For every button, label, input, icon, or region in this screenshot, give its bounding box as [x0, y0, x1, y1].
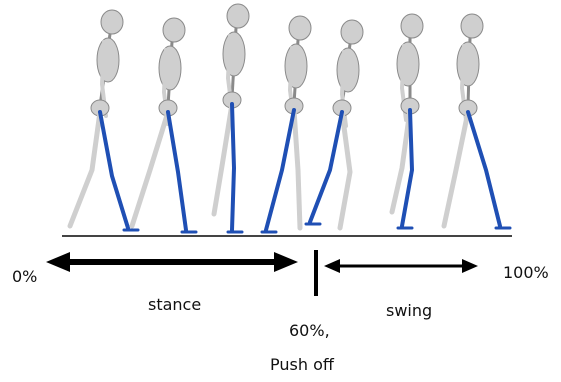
- skeleton-skull: [341, 20, 363, 44]
- skeleton-highlighted-leg: [468, 112, 500, 226]
- skeleton-back-leg: [444, 112, 468, 226]
- walking-skeleton: [392, 14, 423, 228]
- skeleton-back-leg: [294, 110, 300, 228]
- skeleton-back-leg: [70, 112, 100, 226]
- skeleton-highlighted-leg: [266, 110, 294, 230]
- swing-arrow: [324, 259, 478, 273]
- walking-skeleton: [70, 10, 138, 230]
- skeleton-skull: [163, 18, 185, 42]
- skeleton-skull: [101, 10, 123, 34]
- skeleton-ribcage: [97, 38, 119, 82]
- walking-skeleton: [306, 20, 363, 228]
- skeleton-ribcage: [223, 32, 245, 76]
- skeleton-ribcage: [337, 48, 359, 92]
- skeleton-ribcage: [457, 42, 479, 86]
- skeleton-skull: [289, 16, 311, 40]
- stance-label: stance: [148, 295, 201, 314]
- skeleton-highlighted-leg: [168, 112, 186, 230]
- pushoff-percent-label: 60%,: [289, 321, 330, 340]
- skeleton-sequence: [70, 4, 510, 232]
- walking-skeleton: [214, 4, 249, 232]
- skeleton-skull: [401, 14, 423, 38]
- walking-skeleton: [444, 14, 510, 228]
- stance-arrow: [46, 252, 298, 272]
- skeleton-skull: [461, 14, 483, 38]
- skeleton-ribcage: [159, 46, 181, 90]
- walking-skeleton: [132, 18, 196, 232]
- skeleton-ribcage: [397, 42, 419, 86]
- skeleton-highlighted-leg: [232, 104, 234, 230]
- skeleton-highlighted-leg: [100, 112, 128, 228]
- swing-label: swing: [386, 301, 432, 320]
- end-percent-label: 100%: [503, 263, 549, 282]
- skeleton-back-leg: [132, 112, 168, 226]
- pushoff-label: Push off: [270, 355, 335, 374]
- skeleton-highlighted-leg: [310, 112, 342, 222]
- start-percent-label: 0%: [12, 267, 37, 286]
- skeleton-ribcage: [285, 44, 307, 88]
- skeleton-skull: [227, 4, 249, 28]
- walking-skeleton: [262, 16, 311, 232]
- skeleton-back-leg: [214, 104, 232, 214]
- skeleton-back-leg: [340, 112, 350, 228]
